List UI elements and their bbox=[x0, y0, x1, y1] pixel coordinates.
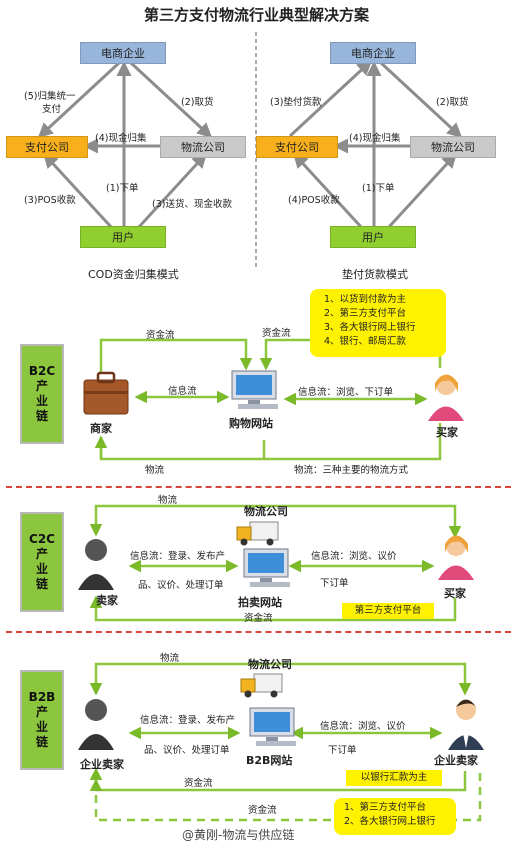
computer-icon-b2b bbox=[249, 707, 296, 746]
b2b-order-label: 下订单 bbox=[328, 745, 357, 756]
separator-1 bbox=[6, 486, 511, 488]
b2c-info-label-left: 信息流 bbox=[168, 386, 197, 397]
b2b-info-right: 信息流：浏览、议价 bbox=[320, 721, 406, 732]
b2c-note-4: 4、银行、邮局汇款 bbox=[324, 336, 407, 347]
businessman-icon-b2b bbox=[448, 699, 484, 750]
c2c-info-right: 信息流：浏览、议价 bbox=[311, 551, 397, 562]
b2c-side-3: 业 bbox=[35, 394, 48, 408]
b2b-dashed-fund-arrow bbox=[89, 773, 482, 822]
c2c-info-left-1: 信息流：登录、发布产 bbox=[130, 551, 226, 562]
b2c-merchant-label: 商家 bbox=[90, 422, 112, 435]
c2c-logistics-label: 物流 bbox=[158, 495, 178, 506]
b2c-note-3: 3、各大银行网上银行 bbox=[324, 322, 416, 333]
b2c-side-4: 链 bbox=[35, 409, 48, 423]
c2c-info-left-2: 品、议价、处理订单 bbox=[138, 580, 224, 591]
b2b-side-4: 链 bbox=[35, 735, 48, 749]
c2c-side-4: 链 bbox=[35, 577, 48, 591]
b2b-note-2: 2、各大银行网上银行 bbox=[344, 816, 436, 827]
person-silhouette-icon-b2b bbox=[78, 699, 114, 750]
page-title: 第三方支付物流行业典型解决方案 bbox=[143, 6, 369, 24]
adv-node-ecommerce: 电商企业 bbox=[330, 42, 416, 64]
c2c-buyer-label: 买家 bbox=[444, 587, 466, 600]
c2c-side-1: C2C bbox=[29, 532, 55, 546]
b2c-payment-note: 1、以货到付款为主 2、第三方支付平台 3、各大银行网上银行 4、银行、邮局汇款 bbox=[310, 289, 446, 357]
c2c-payment-bar: 第三方支付平台 bbox=[342, 603, 434, 619]
b2c-fund-label-left: 资金流 bbox=[146, 330, 175, 341]
adv-caption: 垫付货款模式 bbox=[342, 268, 408, 281]
b2b-logistics-company: 物流公司 bbox=[248, 658, 292, 671]
advance-arrows bbox=[288, 59, 463, 230]
c2c-side-3: 业 bbox=[35, 562, 48, 576]
separator-2 bbox=[6, 631, 511, 633]
b2b-site-label: B2B网站 bbox=[246, 754, 293, 767]
b2c-logistics-label-right: 物流：三种主要的物流方式 bbox=[294, 465, 409, 476]
cod-label-3delivery: (3)送货、现金收款 bbox=[152, 199, 232, 210]
c2c-side-2: 产 bbox=[35, 547, 48, 561]
c2c-arrows bbox=[89, 504, 462, 622]
b2c-site-label: 购物网站 bbox=[229, 417, 273, 430]
b2c-side-1: B2C bbox=[28, 364, 56, 378]
b2c-logistics-label-left: 物流 bbox=[145, 465, 165, 476]
c2c-seller-label: 卖家 bbox=[96, 594, 118, 607]
c2c-logistics-company: 物流公司 bbox=[244, 505, 288, 518]
b2b-fund-label-2: 资金流 bbox=[248, 805, 277, 816]
c2c-site-label: 拍卖网站 bbox=[238, 596, 282, 609]
b2b-bank-bar: 以银行汇款为主 bbox=[346, 770, 442, 786]
b2c-note-1: 1、以货到付款为主 bbox=[324, 294, 407, 305]
female-buyer-icon-b2c bbox=[428, 374, 464, 421]
truck-icon-c2c bbox=[236, 521, 279, 546]
b2b-seller-left-label: 企业卖家 bbox=[80, 758, 124, 771]
b2c-buyer-label: 买家 bbox=[436, 426, 458, 439]
b2b-logistics-label: 物流 bbox=[160, 653, 180, 664]
truck-icon-b2b bbox=[240, 673, 283, 698]
cod-node-logistics: 物流公司 bbox=[160, 136, 246, 158]
adv-node-user: 用户 bbox=[330, 226, 416, 248]
b2b-seller-right-label: 企业卖家 bbox=[434, 754, 478, 767]
cod-label-3pos: (3)POS收款 bbox=[24, 195, 76, 206]
b2b-side-3: 业 bbox=[35, 720, 48, 734]
briefcase-icon bbox=[83, 371, 129, 415]
b2b-fund-label-1: 资金流 bbox=[184, 778, 213, 789]
b2b-info-left-2: 品、议价、处理订单 bbox=[144, 745, 230, 756]
cod-arrows bbox=[37, 60, 213, 230]
adv-node-payment: 支付公司 bbox=[256, 136, 338, 158]
adv-node-logistics: 物流公司 bbox=[410, 136, 496, 158]
c2c-order-label: 下订单 bbox=[320, 578, 349, 589]
person-silhouette-icon-c2c bbox=[78, 539, 114, 590]
cod-label-4: (4)现金归集 bbox=[95, 133, 147, 144]
adv-label-1: (1)下单 bbox=[362, 183, 395, 194]
computer-icon-b2c bbox=[231, 370, 278, 409]
b2b-side-1: B2B bbox=[28, 690, 56, 704]
watermark: @黄刚-物流与供应链 bbox=[182, 828, 295, 842]
cod-caption: COD资金归集模式 bbox=[88, 268, 179, 281]
cod-label-2: (2)取货 bbox=[181, 97, 214, 108]
cod-label-5: (5)归集统一 bbox=[24, 91, 76, 102]
adv-label-4: (4)现金归集 bbox=[349, 133, 401, 144]
b2c-arrows bbox=[94, 338, 442, 461]
b2c-side-2: 产 bbox=[35, 379, 48, 393]
b2b-note-1: 1、第三方支付平台 bbox=[344, 802, 427, 813]
b2c-side-label: B2C 产 业 链 bbox=[20, 344, 64, 444]
cod-node-payment: 支付公司 bbox=[6, 136, 88, 158]
cod-node-ecommerce: 电商企业 bbox=[80, 42, 166, 64]
b2b-info-left-1: 信息流：登录、发布产 bbox=[140, 715, 236, 726]
adv-label-4pos: (4)POS收款 bbox=[288, 195, 340, 206]
c2c-fund-label: 资金流 bbox=[244, 613, 273, 624]
b2b-side-label: B2B 产 业 链 bbox=[20, 670, 64, 770]
female-buyer-icon-c2c bbox=[438, 535, 474, 580]
computer-icon-c2c bbox=[243, 548, 290, 587]
b2c-note-2: 2、第三方支付平台 bbox=[324, 308, 407, 319]
b2b-payment-note: 1、第三方支付平台 2、各大银行网上银行 bbox=[334, 798, 456, 835]
cod-label-5b: 支付 bbox=[42, 104, 62, 115]
adv-label-2: (2)取货 bbox=[436, 97, 469, 108]
b2c-fund-label-right: 资金流 bbox=[262, 328, 291, 339]
cod-label-1: (1)下单 bbox=[106, 183, 139, 194]
b2b-side-2: 产 bbox=[35, 705, 48, 719]
adv-label-3: (3)垫付货款 bbox=[270, 97, 322, 108]
cod-node-user: 用户 bbox=[80, 226, 166, 248]
c2c-side-label: C2C 产 业 链 bbox=[20, 512, 64, 612]
b2c-info-label-right: 信息流：浏览、下订单 bbox=[298, 387, 394, 398]
